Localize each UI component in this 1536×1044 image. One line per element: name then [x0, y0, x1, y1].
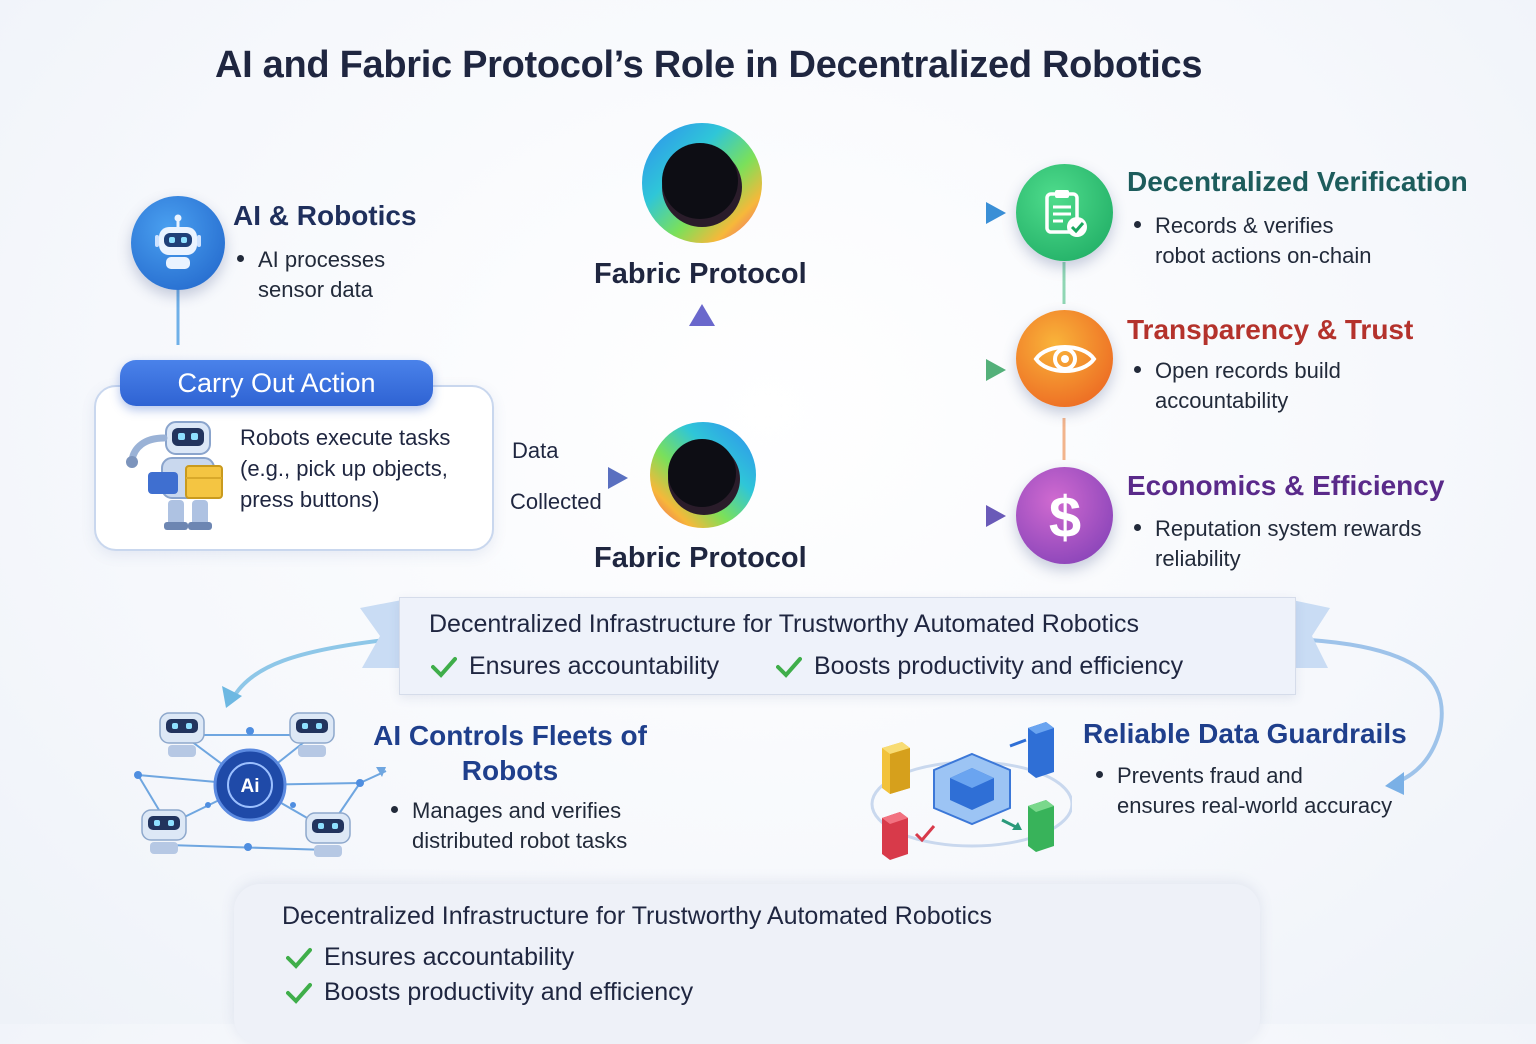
transparency-line1: Open records build	[1155, 358, 1341, 383]
data-label: Data	[512, 438, 558, 464]
feature-title-verification: Decentralized Verification	[1127, 166, 1468, 198]
ai-robotics-bullet: AI processes sensor data	[237, 245, 385, 305]
fabric-protocol-label-top: Fabric Protocol	[594, 258, 807, 291]
guardrails-line2: ensures real-world accuracy	[1096, 791, 1392, 821]
fleets-title-line2: Robots	[372, 753, 648, 788]
page-title: AI and Fabric Protocol’s Role in Decentr…	[215, 44, 1202, 87]
banner-check-productivity: Boosts productivity and efficiency	[776, 652, 1183, 681]
feature-bullet-economics: Reputation system rewards reliability	[1134, 514, 1422, 574]
clipboard-check-icon	[1016, 164, 1113, 261]
check-icon	[286, 982, 312, 1004]
feature-title-transparency: Transparency & Trust	[1127, 314, 1413, 346]
economics-line1: Reputation system rewards	[1155, 516, 1422, 541]
feature-bullet-transparency: Open records build accountability	[1134, 356, 1341, 416]
ai-robotics-line2: sensor data	[237, 275, 385, 305]
summary-title: Decentralized Infrastructure for Trustwo…	[282, 902, 992, 931]
transparency-line2: accountability	[1134, 386, 1341, 416]
svg-text:$: $	[1048, 485, 1080, 547]
feature-title-economics: Economics & Efficiency	[1127, 470, 1444, 502]
check-icon	[286, 947, 312, 969]
fleets-title: AI Controls Fleets of Robots	[372, 718, 648, 788]
action-line1: Robots execute tasks	[240, 422, 450, 453]
data-cubes-icon	[862, 716, 1072, 866]
banner-title: Decentralized Infrastructure for Trustwo…	[429, 610, 1139, 639]
fabric-protocol-logo-top	[640, 121, 764, 245]
ai-robotics-title: AI & Robotics	[233, 200, 417, 232]
action-line3: press buttons)	[240, 484, 450, 515]
robot-head-icon	[131, 196, 225, 290]
economics-line2: reliability	[1134, 544, 1422, 574]
guardrails-line1: Prevents fraud and	[1117, 763, 1303, 788]
banner-check2-text: Boosts productivity and efficiency	[814, 652, 1183, 681]
summary-check-productivity: Boosts productivity and efficiency	[286, 978, 693, 1007]
verification-line1: Records & verifies	[1155, 213, 1334, 238]
check-icon	[431, 656, 457, 678]
action-description: Robots execute tasks (e.g., pick up obje…	[240, 422, 450, 515]
robot-fleet-network-icon: Ai	[128, 705, 390, 865]
feature-bullet-verification: Records & verifies robot actions on-chai…	[1134, 211, 1371, 271]
summary-check-accountability: Ensures accountability	[286, 943, 574, 972]
summary-card: Decentralized Infrastructure for Trustwo…	[234, 884, 1260, 1044]
banner-check-accountability: Ensures accountability	[431, 652, 719, 681]
fleets-line2: distributed robot tasks	[391, 826, 627, 856]
ai-robotics-line1: AI processes	[258, 247, 385, 272]
check-icon	[776, 656, 802, 678]
ai-hub-label: Ai	[241, 776, 260, 797]
dollar-icon: $	[1016, 467, 1113, 564]
summary-check2-text: Boosts productivity and efficiency	[324, 978, 693, 1007]
verification-line2: robot actions on-chain	[1134, 241, 1371, 271]
carry-out-action-pill: Carry Out Action	[120, 360, 433, 406]
fleets-title-line1: AI Controls Fleets of	[372, 718, 648, 753]
guardrails-bullet: Prevents fraud and ensures real-world ac…	[1096, 761, 1392, 821]
guardrails-title: Reliable Data Guardrails	[1083, 718, 1407, 750]
fleets-line1: Manages and verifies	[412, 798, 621, 823]
action-line2: (e.g., pick up objects,	[240, 453, 450, 484]
fleets-bullet: Manages and verifies distributed robot t…	[391, 796, 627, 856]
infrastructure-banner: Decentralized Infrastructure for Trustwo…	[399, 597, 1296, 695]
fabric-protocol-label-bottom: Fabric Protocol	[594, 542, 807, 575]
eye-icon	[1016, 310, 1113, 407]
fabric-protocol-logo-bottom	[648, 420, 758, 530]
banner-check1-text: Ensures accountability	[469, 652, 719, 681]
summary-check1-text: Ensures accountability	[324, 943, 574, 972]
robot-carrying-box-icon	[124, 418, 228, 532]
collected-label: Collected	[510, 489, 602, 515]
